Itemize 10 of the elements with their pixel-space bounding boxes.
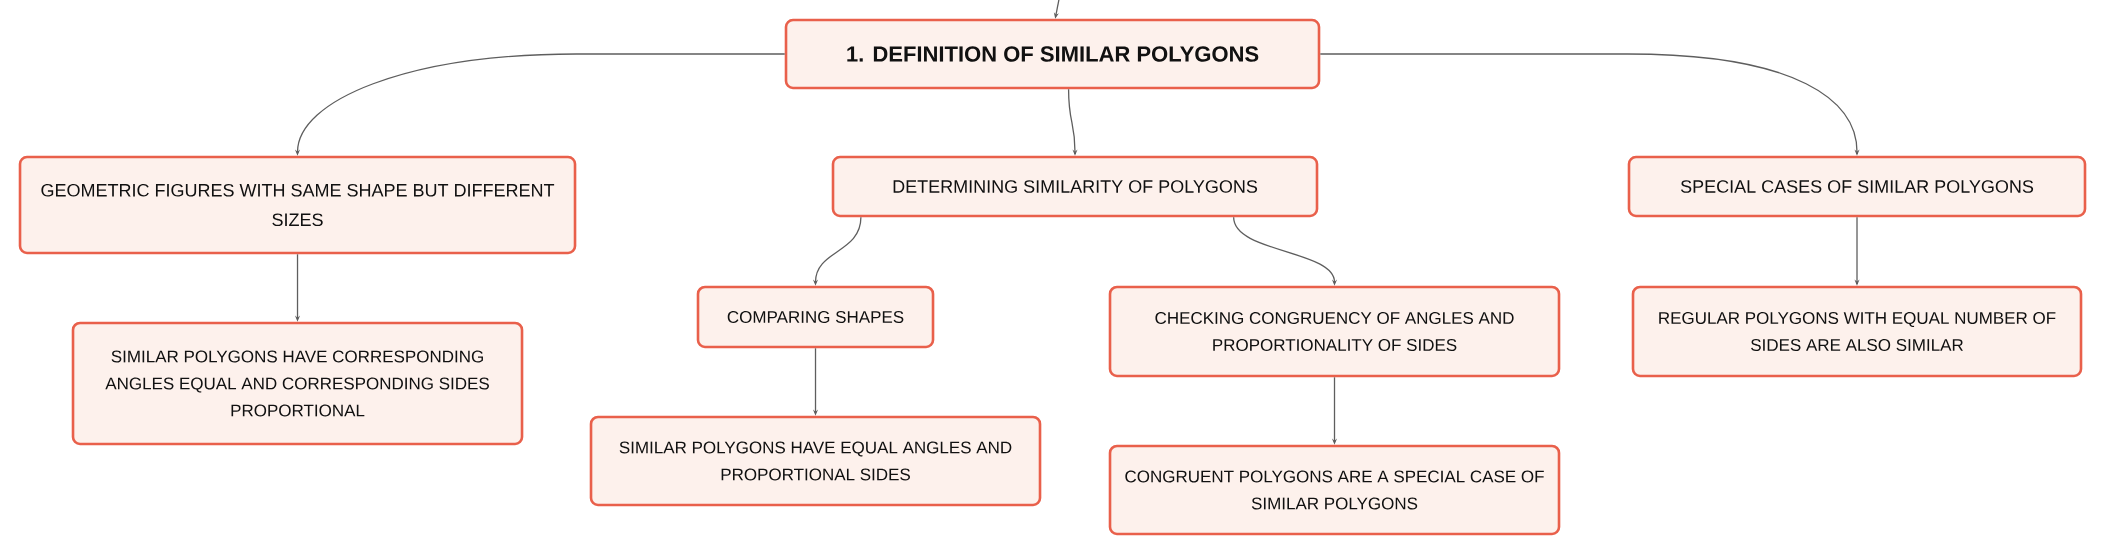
topic-box: SIMILAR POLYGONS HAVE EQUAL ANGLES AND PROPORTIONAL SIDES — [589, 415, 1042, 507]
topic-box: DETERMINING SIMILARITY OF POLYGONS — [831, 155, 1319, 218]
topic-box: CONGRUENT POLYGONS ARE A SPECIAL CASE OF SIMILAR POLYGONS — [1108, 444, 1561, 536]
topic-box: SPECIAL CASES OF SIMILAR POLYGONS — [1627, 155, 2087, 218]
topic-box: CHECKING CONGRUENCY OF ANGLES AND PROPORTIONALITY OF SIDES — [1108, 285, 1561, 378]
main-topic-box: 1. DEFINITION OF SIMILAR POLYGONS — [784, 18, 1321, 90]
topic-box: SIMILAR POLYGONS HAVE CORRESPONDING ANGLES EQUAL AND CORRESPONDING SIDES PROPORTIONAL — [71, 321, 524, 446]
topic-box: COMPARING SHAPES — [696, 285, 935, 349]
topic-box: REGULAR POLYGONS WITH EQUAL NUMBER OF SIDES ARE ALSO SIMILAR — [1631, 285, 2083, 378]
topic-box: GEOMETRIC FIGURES WITH SAME SHAPE BUT DIFFERENT SIZES — [18, 155, 577, 255]
